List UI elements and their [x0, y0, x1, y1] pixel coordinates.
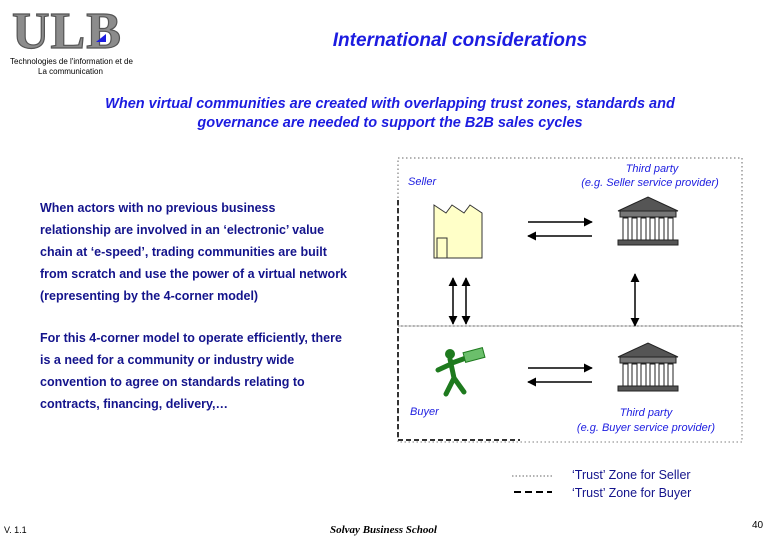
seller-label: Seller [408, 176, 437, 188]
factory-icon [433, 204, 483, 259]
third-party-bottom-line1: Third party [619, 407, 673, 419]
subtitle: When virtual communities are created wit… [40, 95, 740, 133]
paragraph-line: relationship are involved in an ‘electro… [40, 223, 325, 237]
buyer-label: Buyer [410, 406, 439, 418]
paragraph-line: convention to agree on standards relatin… [40, 375, 305, 389]
ulb-logo: ULB [11, 4, 122, 54]
buyer-trust-zone [397, 200, 520, 441]
bank-icon [617, 342, 679, 392]
third-party-bottom-line2: (e.g. Buyer service provider) [576, 422, 716, 434]
page-number: 40 [752, 520, 764, 531]
logo-subtitle-line1: Technologies de l'information et de [10, 57, 133, 66]
buyer-person-icon [435, 346, 486, 397]
legend-seller-zone: ‘Trust’ Zone for Seller [572, 468, 691, 482]
paragraph-line: (representing by the 4-corner model) [40, 289, 259, 303]
paragraph-actors: When actors with no previous business re… [40, 197, 347, 307]
paragraph-line: chain at ‘e-speed’, trading communities … [40, 245, 327, 259]
paragraph-line: For this 4-corner model to operate effic… [40, 331, 342, 345]
subtitle-line1: When virtual communities are created wit… [105, 96, 675, 112]
third-party-top-line2: (e.g. Seller service provider) [581, 177, 719, 189]
logo-subtitle-line2: La communication [38, 67, 103, 76]
paragraph-line: contracts, financing, delivery,… [40, 397, 229, 411]
bank-icon [617, 196, 679, 246]
logo-triangle [96, 34, 106, 42]
paragraph-line: When actors with no previous business [40, 201, 276, 215]
paragraph-convention: For this 4-corner model to operate effic… [40, 327, 342, 415]
school-name: Solvay Business School [330, 524, 437, 536]
version-label: V. 1.1 [4, 525, 27, 535]
paragraph-line: is a need for a community or industry wi… [40, 353, 295, 367]
paragraph-line: from scratch and use the power of a virt… [40, 267, 348, 281]
third-party-top-line1: Third party [625, 163, 679, 175]
page-title: International considerations [332, 30, 588, 51]
logo-lettering: ULB [12, 4, 122, 54]
legend-buyer-zone: ‘Trust’ Zone for Buyer [572, 486, 692, 500]
subtitle-line2: governance are needed to support the B2B… [197, 115, 583, 131]
